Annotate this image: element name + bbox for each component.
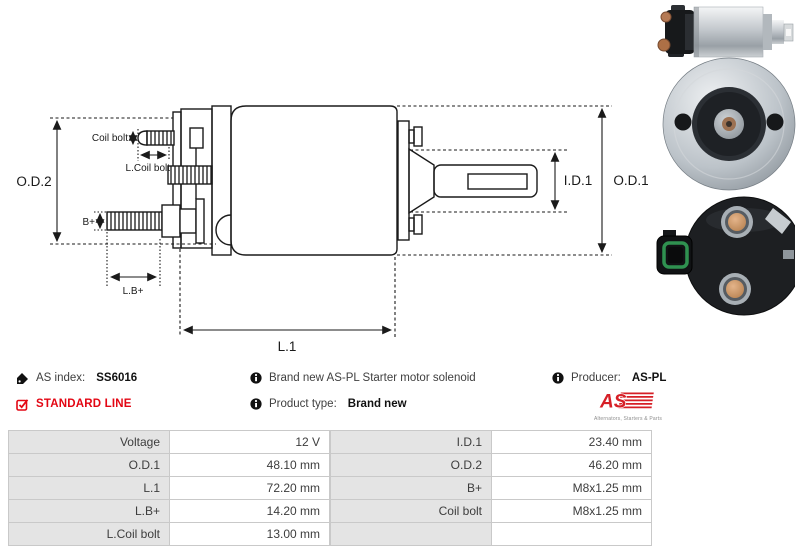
as-index-value: SS6016 [96, 372, 138, 384]
table-row: B+ M8x1.25 mm [330, 476, 652, 500]
product-type-label: Product type: [269, 398, 337, 410]
as-index-row: AS index: SS6016 [16, 370, 137, 386]
dim-label-l-coil-bolt: L.Coil bolt [126, 163, 171, 174]
table-row: O.D.2 46.20 mm [330, 453, 652, 477]
as-index-label: AS index: [36, 372, 86, 384]
table-row: L.1 72.20 mm [8, 476, 330, 500]
spec-table-left: Voltage 12 V O.D.1 48.10 mm L.1 72.20 mm… [8, 430, 330, 546]
table-row: L.B+ 14.20 mm [8, 499, 330, 523]
dim-label-id1: I.D.1 [564, 173, 593, 188]
spec-value: 12 V [169, 430, 330, 454]
table-row: L.Coil bolt 13.00 mm [8, 522, 330, 546]
dim-label-l-b-plus: L.B+ [123, 286, 144, 297]
info-column-left: AS index: SS6016 STANDARD LINE [16, 370, 137, 422]
product-photo-rear-cap[interactable] [655, 194, 795, 320]
spec-label: Coil bolt [330, 499, 492, 523]
solenoid-body-outline [230, 105, 398, 256]
info-icon [552, 372, 564, 384]
info-icon [250, 372, 262, 384]
spec-table-right: I.D.1 23.40 mm O.D.2 46.20 mm B+ M8x1.25… [330, 430, 652, 546]
product-type-value: Brand new [347, 398, 407, 410]
spec-label: O.D.1 [8, 453, 170, 477]
spec-value: 13.00 mm [169, 522, 330, 546]
info-column-center: Brand new AS-PL Starter motor solenoid P… [250, 370, 476, 422]
table-row: Coil bolt M8x1.25 mm [330, 499, 652, 523]
spec-value: 46.20 mm [491, 453, 652, 477]
spec-label: L.B+ [8, 499, 170, 523]
spec-value: 72.20 mm [169, 476, 330, 500]
product-description: Brand new AS-PL Starter motor solenoid [269, 372, 476, 384]
as-logo-tagline: Alternators, Starters & Parts [594, 416, 663, 422]
spec-value: 48.10 mm [169, 453, 330, 477]
table-row: I.D.1 23.40 mm [330, 430, 652, 454]
spec-table: Voltage 12 V O.D.1 48.10 mm L.1 72.20 mm… [8, 430, 652, 546]
spec-value: M8x1.25 mm [491, 499, 652, 523]
spec-label: B+ [330, 476, 492, 500]
standard-line-badge: STANDARD LINE [36, 398, 132, 410]
producer-value: AS-PL [631, 372, 667, 384]
producer-label: Producer: [571, 372, 621, 384]
spec-label: O.D.2 [330, 453, 492, 477]
spec-value [491, 522, 652, 546]
spec-label: L.1 [8, 476, 170, 500]
as-logo-text: AS [599, 392, 627, 412]
checkbox-check-icon [16, 398, 29, 411]
dim-label-od1: O.D.1 [613, 173, 648, 188]
product-photo-side-view[interactable] [655, 4, 795, 59]
spec-label [330, 522, 492, 546]
dim-label-l1: L.1 [278, 339, 297, 354]
spec-value: 23.40 mm [491, 430, 652, 454]
spec-value: 14.20 mm [169, 499, 330, 523]
dim-label-od2: O.D.2 [16, 174, 51, 189]
table-row: O.D.1 48.10 mm [8, 453, 330, 477]
producer-row: Producer: AS-PL [552, 370, 666, 386]
product-type-row: Product type: Brand new [250, 396, 476, 412]
spec-label: Voltage [8, 430, 170, 454]
product-photo-front-flange[interactable] [661, 56, 797, 193]
dim-label-b-plus: B+ [82, 217, 95, 228]
product-line-row: STANDARD LINE [16, 396, 137, 412]
info-column-right: Producer: AS-PL [552, 370, 666, 396]
dim-label-coil-bolt: Coil bolt [92, 133, 128, 144]
description-row: Brand new AS-PL Starter motor solenoid [250, 370, 476, 386]
technical-drawing: O.D.2 Coil bolt L.Coil bolt B+ L.B+ L.1 … [16, 105, 649, 354]
spec-value: M8x1.25 mm [491, 476, 652, 500]
table-row: Voltage 12 V [8, 430, 330, 454]
table-row [330, 522, 652, 546]
as-pl-logo: AS Alternators, Starters & Parts [594, 391, 663, 422]
spec-label: I.D.1 [330, 430, 492, 454]
tag-icon [16, 372, 29, 385]
spec-label: L.Coil bolt [8, 522, 170, 546]
info-icon [250, 398, 262, 410]
